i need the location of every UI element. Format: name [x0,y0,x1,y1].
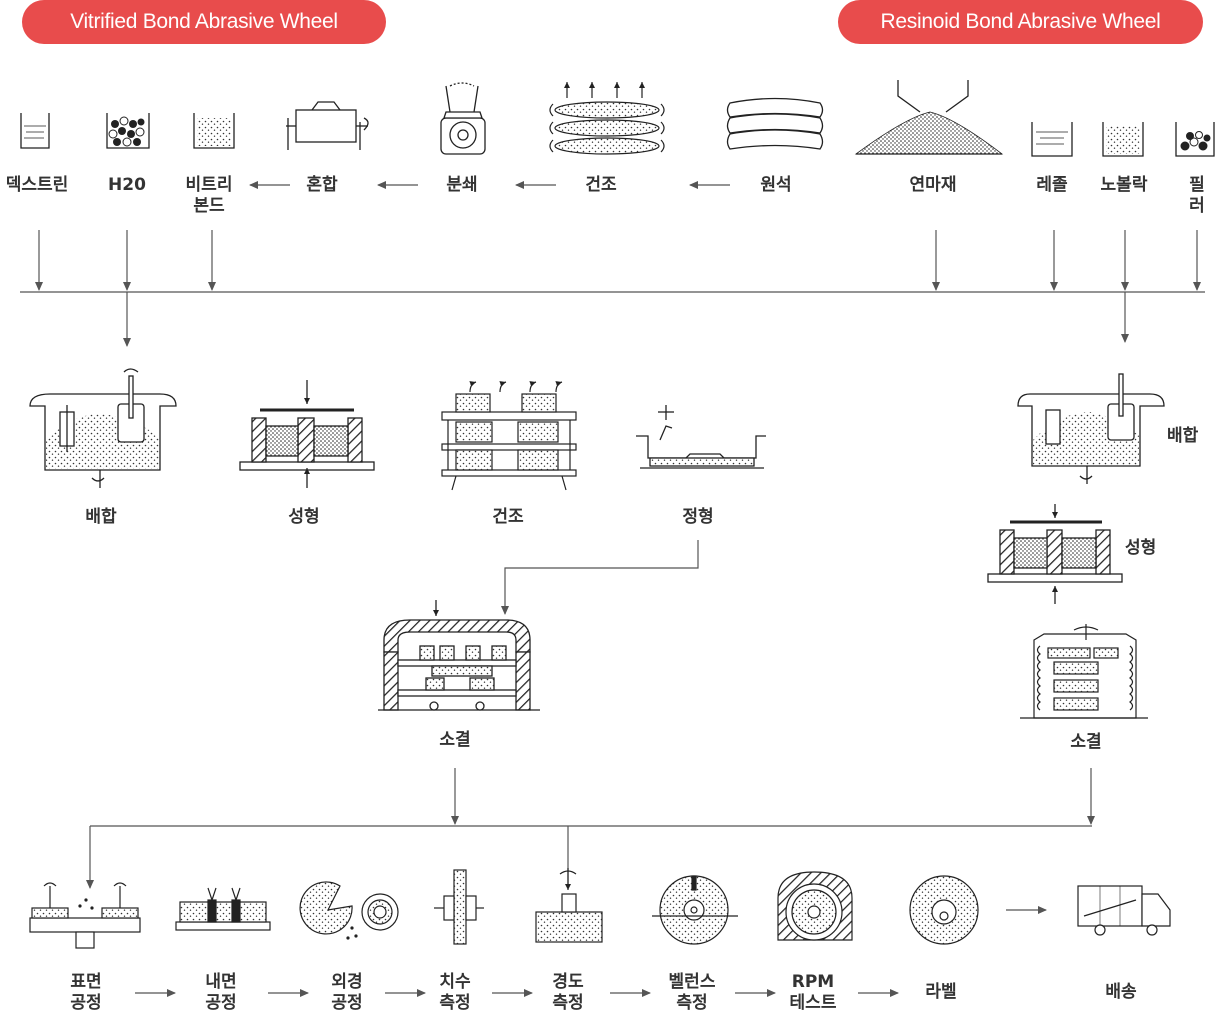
label-vitrified-drying: 건조 [492,507,524,527]
label-rpm-test: RPM 테스트 [789,972,837,1013]
label-shipping: 배송 [1105,982,1137,1002]
label-dimension-measure: 치수 측정 [439,972,471,1013]
resinoid-bond-header: Resinoid Bond Abrasive Wheel [838,0,1203,44]
label-inner-process: 내면 공정 [205,972,237,1013]
shaping-to-sintering-line [501,540,699,615]
vitrified-bond-header: Vitrified Bond Abrasive Wheel [22,0,386,44]
label-abrasive: 연마재 [909,175,957,195]
label-drying-raw: 건조 [585,175,617,195]
drying-rack-icon [441,381,577,491]
label-surface-process: 표면 공정 [70,972,102,1013]
blending-mixer-icon [29,368,177,488]
label-vitrified-sintering: 소결 [439,730,471,750]
vitrified-kiln-icon [378,600,540,711]
drying-stacks-icon [549,82,665,155]
sintering-to-finishing-lines [86,768,1095,889]
balance-measure-icon [652,875,738,945]
rpm-test-icon [777,871,853,941]
inner-process-icon [175,887,271,931]
resinoid-blending-mixer-icon [1017,373,1165,484]
label-resinoid-sintering: 소결 [1070,732,1102,752]
label-mixing: 혼합 [306,175,338,195]
label-hardness-measure: 경도 측정 [552,972,584,1013]
resin-beaker-icon [1031,122,1073,157]
label-resinoid-forming: 성형 [1125,538,1157,558]
novolac-beaker-icon [1102,122,1144,157]
label-outer-process: 외경 공정 [331,972,363,1013]
label-resinoid-blending: 배합 [1167,426,1199,446]
label-vitrified-bond: 비트리 본드 [185,175,233,216]
shaping-lathe-icon [636,405,766,469]
hardness-measure-icon [535,868,603,943]
label-filler: 필러 [1189,175,1205,216]
label-vitrified-shaping: 정형 [682,507,714,527]
dextrin-beaker-icon [20,113,50,149]
label-vitrified-forming: 성형 [288,507,320,527]
filler-beaker-icon [1175,122,1215,157]
raw-stone-bags-icon [726,97,824,150]
label-wheel-icon [909,875,979,945]
label-balance-measure: 벨런스 측정 [668,972,716,1013]
outer-process-icon [299,881,399,940]
crusher-icon [440,82,486,155]
label-h2o: H20 [108,175,146,195]
dimension-measure-icon [434,869,484,945]
label-labeling: 라벨 [925,982,957,1002]
resinoid-oven-icon [1020,624,1148,719]
surface-process-icon [29,882,141,949]
label-crushing: 분쇄 [446,175,478,195]
forming-press-icon [239,380,375,488]
water-pebbles-beaker-icon [106,113,150,149]
abrasive-pile-icon [854,80,1004,155]
feed-lines [20,230,1205,347]
label-dextrin: 덱스트린 [5,175,69,195]
delivery-truck-icon [1077,885,1171,936]
label-vitrified-blending: 배합 [85,507,117,527]
label-raw-stone: 원석 [760,175,792,195]
label-novolac: 노볼락 [1100,175,1148,195]
vitrified-bond-beaker-icon [193,113,235,149]
mixer-drum-icon [286,101,369,150]
resinoid-forming-press-icon [987,504,1123,583]
label-resin: 레졸 [1036,175,1068,195]
